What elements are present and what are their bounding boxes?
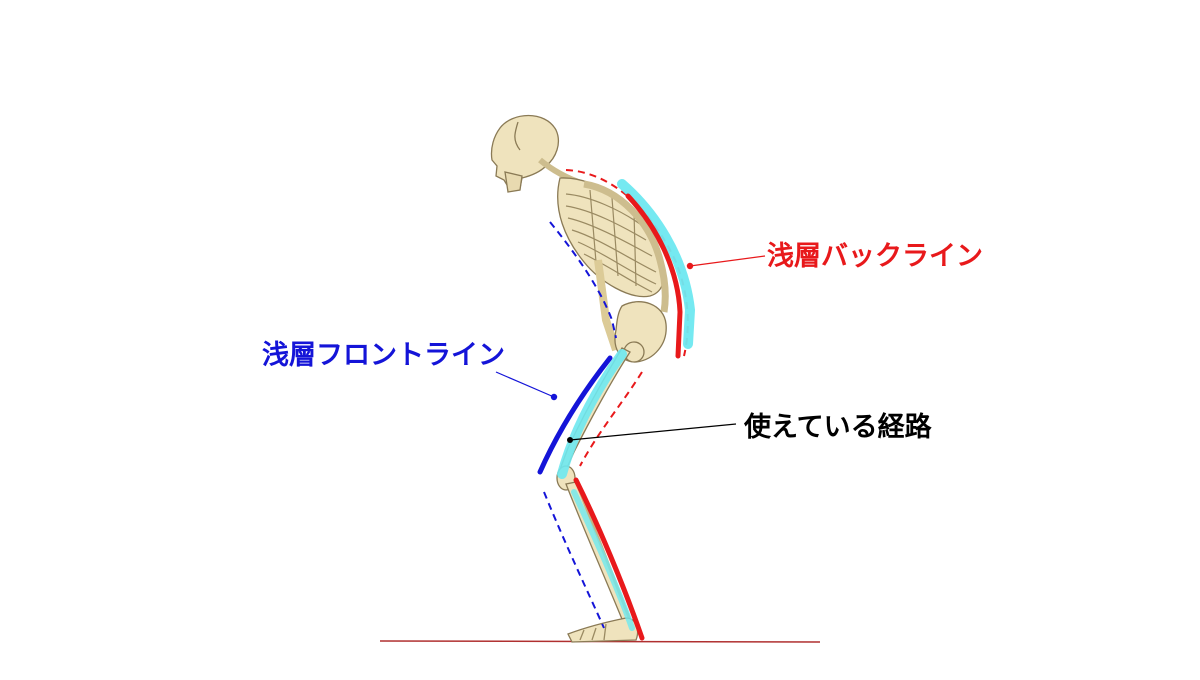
superficial-back-line-label: 浅層バックライン bbox=[767, 241, 983, 272]
back-line-group bbox=[565, 169, 766, 641]
used-pathway-shin bbox=[571, 489, 635, 631]
thoracic-spine bbox=[583, 180, 669, 313]
back-line-dashed-thigh bbox=[579, 371, 643, 467]
used-pathway-leader-dot bbox=[567, 437, 573, 443]
front-line-dashed-torso bbox=[549, 221, 617, 339]
back-line-leader-dot bbox=[686, 262, 694, 270]
front-line-leader-dot bbox=[550, 393, 558, 401]
used-pathway-thigh bbox=[557, 349, 627, 479]
superficial-front-line-label: 浅層フロントライン bbox=[262, 340, 505, 371]
front-line-group bbox=[495, 221, 635, 631]
used-pathway-leader-group bbox=[567, 423, 737, 443]
front-line-solid-thigh bbox=[537, 355, 613, 475]
skull bbox=[490, 115, 560, 191]
front-line-dashed-shin bbox=[543, 491, 605, 629]
arm bbox=[594, 259, 620, 352]
back-line-solid-upper bbox=[625, 193, 683, 359]
used-pathway-label: 使えている経路 bbox=[744, 412, 932, 443]
used-pathway-leader bbox=[569, 423, 737, 441]
used-pathway-back bbox=[617, 179, 696, 349]
front-line-leader bbox=[495, 371, 555, 398]
back-line-leader bbox=[689, 255, 766, 267]
back-line-solid-calf bbox=[573, 477, 645, 641]
